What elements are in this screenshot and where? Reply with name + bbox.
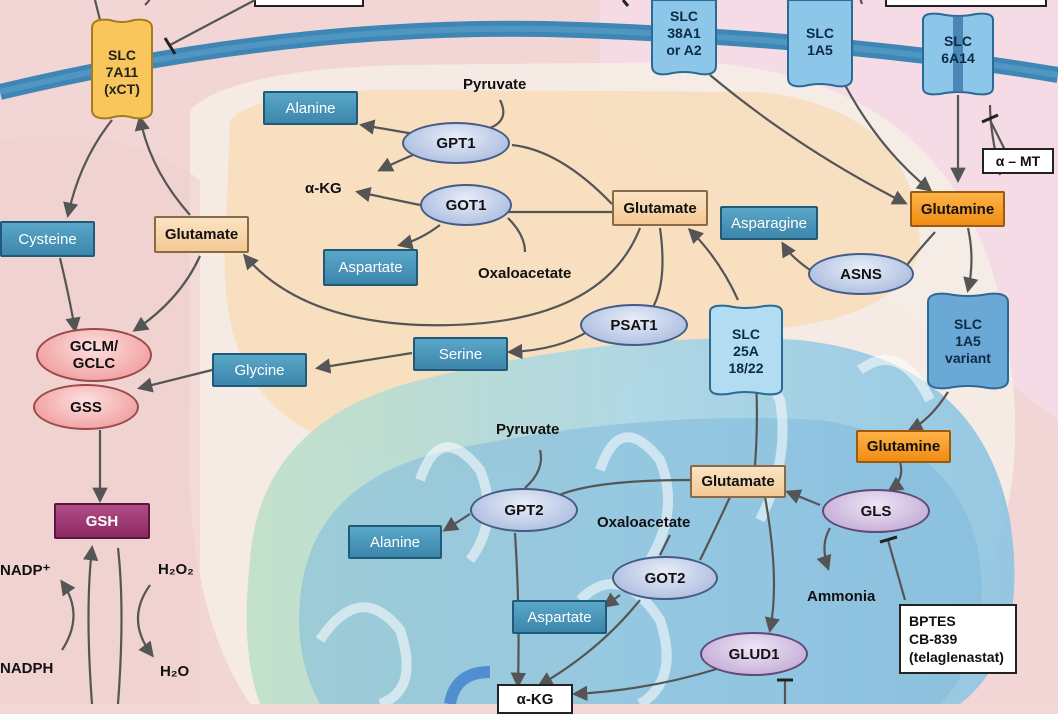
bptes-line2: CB-839	[909, 631, 958, 647]
glycine-box: Glycine	[212, 353, 307, 387]
slc1a5v-line1: SLC	[954, 315, 982, 332]
tca-arc	[444, 666, 491, 704]
slc1a5v-line3: variant	[945, 349, 991, 366]
glutamate-left-box: Glutamate	[154, 216, 249, 253]
top-box-left	[254, 0, 364, 7]
aspartate-box: Aspartate	[323, 249, 418, 286]
got1-enzyme: GOT1	[420, 184, 512, 226]
pyruvate-mito-label: Pyruvate	[496, 421, 560, 438]
akg-label: α-KG	[305, 180, 342, 197]
slc38-line3: or A2	[666, 41, 702, 58]
arrows	[58, 0, 1006, 704]
glutamine-mito-box: Glutamine	[856, 430, 951, 463]
slc7a11-line1: SLC	[108, 46, 136, 63]
transporter-shapes	[91, 0, 1009, 396]
gss-enzyme: GSS	[33, 384, 139, 430]
cysteine-box: Cysteine	[0, 221, 95, 257]
ammonia-label: Ammonia	[807, 588, 876, 605]
psat1-enzyme: PSAT1	[580, 304, 688, 346]
slc25a-transporter: SLC 25A 18/22	[710, 312, 782, 390]
gclm-line1: GCLM/	[69, 338, 119, 355]
alanine-box: Alanine	[263, 91, 358, 125]
slc7a11-line3: (xCT)	[104, 80, 140, 97]
slc1a5-transporter: SLC 1A5	[788, 12, 852, 72]
glutamine-cytoplasm-box: Glutamine	[910, 191, 1005, 227]
slc6a14-transporter: SLC 6A14	[923, 20, 993, 80]
alanine-mito-box: Alanine	[348, 525, 442, 559]
h2o2-label: H₂O₂	[158, 561, 194, 578]
slc38-line1: SLC	[670, 7, 698, 24]
gclm-gclc-enzyme: GCLM/ GCLC	[36, 328, 152, 382]
gpt1-enzyme: GPT1	[402, 122, 510, 164]
pyruvate-label: Pyruvate	[463, 76, 527, 93]
amt-inhibitor-box: α – MT	[982, 148, 1054, 174]
glud1-enzyme: GLUD1	[700, 632, 808, 676]
bptes-line1: BPTES	[909, 613, 956, 629]
slc1a5-line2: 1A5	[807, 42, 833, 58]
oxaloacetate-label: Oxaloacetate	[478, 265, 572, 282]
oxaloacetate-mito-label: Oxaloacetate	[597, 514, 691, 531]
slc7a11-transporter: SLC 7A11 (xCT)	[92, 32, 152, 112]
slc7a11-line2: 7A11	[105, 63, 139, 80]
gsh-box: GSH	[54, 503, 150, 539]
bptes-inhibitor-box: BPTES CB-839 (telaglenastat)	[899, 604, 1017, 674]
nadp-label: NADP⁺	[0, 562, 51, 579]
slc1a5-line1: SLC	[806, 25, 834, 41]
slc38-line2: 38A1	[667, 24, 701, 41]
slc25a-line1: SLC	[732, 325, 760, 342]
aspartate-mito-box: Aspartate	[512, 600, 607, 634]
cytoplasm-inner	[224, 89, 921, 472]
slc1a5v-line2: 1A5	[955, 332, 981, 349]
h2o-label: H₂O	[160, 663, 190, 680]
slc38-transporter: SLC 38A1 or A2	[652, 0, 716, 66]
akg-mito-box: α-KG	[497, 684, 573, 714]
slc25a-line2: 25A	[733, 342, 759, 359]
got2-enzyme: GOT2	[612, 556, 718, 600]
gclm-line2: GCLC	[72, 355, 116, 372]
slc25a-line3: 18/22	[728, 359, 764, 376]
nadph-label: NADPH	[0, 660, 54, 677]
asparagine-box: Asparagine	[720, 206, 818, 240]
asns-enzyme: ASNS	[808, 253, 914, 295]
gpt2-enzyme: GPT2	[470, 488, 578, 532]
glutamate-mito-box: Glutamate	[690, 465, 786, 498]
gls-enzyme: GLS	[822, 489, 930, 533]
serine-box: Serine	[413, 337, 508, 371]
slc1a5-variant-transporter: SLC 1A5 variant	[928, 300, 1008, 382]
slc6a14-line2: 6A14	[941, 50, 975, 66]
bptes-line3: (telaglenastat)	[909, 649, 1004, 665]
glutamate-cytoplasm-box: Glutamate	[612, 190, 708, 226]
slc6a14-line1: SLC	[944, 33, 972, 49]
top-box-right	[885, 0, 1047, 7]
